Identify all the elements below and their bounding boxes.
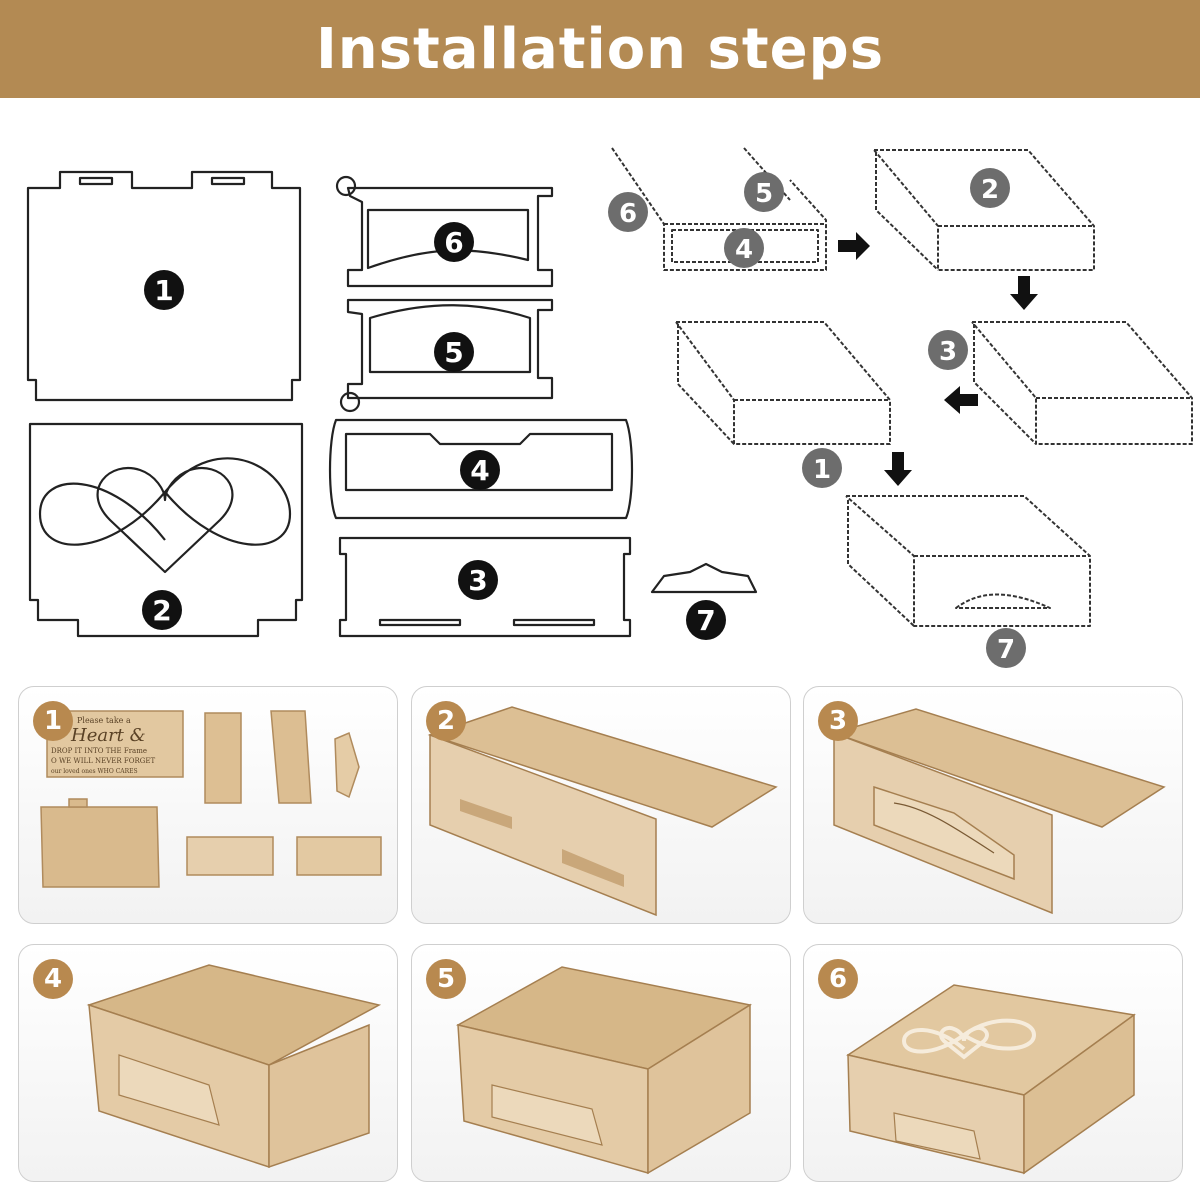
lid-text-line-5: our loved ones WHO CARES xyxy=(51,768,138,775)
lid-text-line-1: Please take a xyxy=(77,716,131,725)
assembly-stage-2 xyxy=(873,149,1095,271)
part-3-outline xyxy=(338,536,632,638)
assembly-stage-4 xyxy=(675,321,891,445)
step-badge-2: 2 xyxy=(426,701,466,741)
step-badge-5: 5 xyxy=(426,959,466,999)
arrow-down-icon xyxy=(884,452,912,486)
assembly-arrows xyxy=(838,232,1038,486)
step-badge-1: 1 xyxy=(33,701,73,741)
assembly-label-4: 4 xyxy=(735,235,753,265)
part-6-outline xyxy=(346,186,554,288)
lid-text-line-4: O WE WILL NEVER FORGET xyxy=(51,757,155,765)
step-2-illustration xyxy=(427,706,778,917)
assembly-stage-5 xyxy=(845,495,1091,627)
photo-step-5: 5 xyxy=(411,944,791,1182)
step-badge-3: 3 xyxy=(818,701,858,741)
part-1-outline xyxy=(26,170,302,402)
arrow-left-icon xyxy=(944,386,978,414)
part-5-outline xyxy=(346,298,554,400)
heart-infinity-shape xyxy=(38,457,292,574)
photo-step-6: 6 xyxy=(803,944,1183,1182)
heart-infinity-icon xyxy=(901,1018,1037,1060)
photo-step-2: 2 xyxy=(411,686,791,924)
step-3-illustration xyxy=(831,708,1166,915)
arrow-right-icon xyxy=(838,232,870,260)
photo-step-3: 3 xyxy=(803,686,1183,924)
assembly-label-1: 1 xyxy=(813,455,831,485)
photo-step-1: Please take a Heart & DROP IT INTO THE F… xyxy=(18,686,398,924)
assembly-label-7: 7 xyxy=(997,635,1015,665)
assembly-stage-3 xyxy=(971,321,1193,445)
lid-text-line-3: DROP IT INTO THE Frame xyxy=(51,747,147,755)
assembly-stage-1 xyxy=(611,147,827,271)
part-label-3: 3 xyxy=(468,564,487,597)
lid-text-line-2: Heart & xyxy=(70,725,146,746)
assembly-label-2: 2 xyxy=(981,175,999,205)
part-label-4: 4 xyxy=(470,454,489,487)
step-badge-4: 4 xyxy=(33,959,73,999)
assembly-label-3: 3 xyxy=(939,337,957,367)
arrow-down-icon xyxy=(1010,276,1038,310)
part-badges: 1 2 3 4 5 6 7 xyxy=(142,222,726,640)
part-7-outline xyxy=(650,562,758,594)
part-2-outline xyxy=(28,422,304,638)
part-label-2: 2 xyxy=(152,594,171,627)
step-5-illustration xyxy=(455,966,752,1175)
parts-diagram: 1 2 3 4 5 6 7 6 5 4 2 3 1 7 xyxy=(26,147,1193,668)
assembly-label-6: 6 xyxy=(619,199,637,229)
loose-parts-illustration: Please take a Heart & DROP IT INTO THE F… xyxy=(40,710,382,888)
part-label-6: 6 xyxy=(444,226,463,259)
finished-box-illustration xyxy=(846,984,1136,1175)
part-label-7: 7 xyxy=(696,604,715,637)
step-4-illustration xyxy=(86,964,382,1169)
title-banner: Installation steps xyxy=(0,0,1200,98)
page-title: Installation steps xyxy=(315,16,885,82)
photo-step-4: 4 xyxy=(18,944,398,1182)
part-label-1: 1 xyxy=(154,274,173,307)
assembly-badges: 6 5 4 2 3 1 7 xyxy=(608,168,1026,668)
assembly-label-5: 5 xyxy=(755,179,773,209)
step-badge-6: 6 xyxy=(818,959,858,999)
part-label-5: 5 xyxy=(444,336,463,369)
part-4-outline xyxy=(328,418,634,520)
